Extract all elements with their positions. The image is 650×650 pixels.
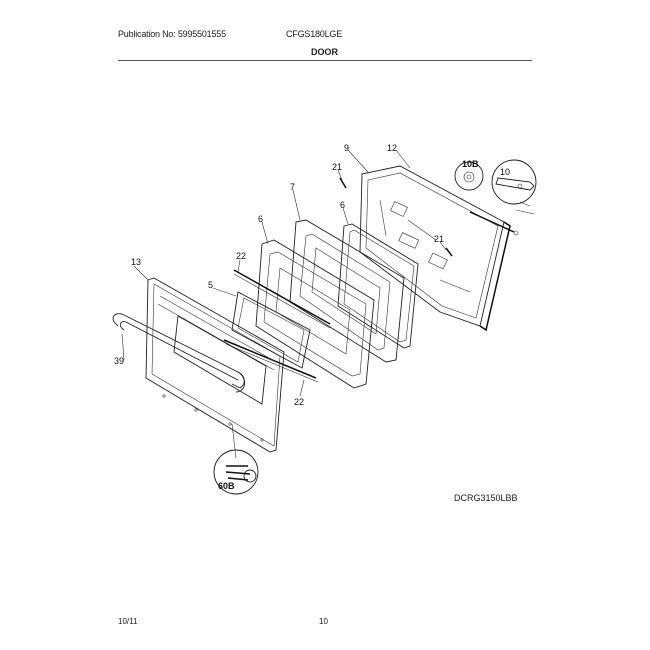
- outer-door-panel: [145, 277, 285, 453]
- door-screw-detail: [213, 423, 259, 495]
- header-divider: [118, 60, 532, 61]
- screw-upper: [339, 177, 347, 189]
- diagram-code: DCRG3150LBB: [454, 493, 518, 503]
- section-title: DOOR: [311, 47, 338, 57]
- callout-6-rear: 6: [340, 200, 345, 210]
- hinge: [469, 201, 535, 236]
- callout-39: 39: [114, 356, 124, 366]
- callout-22-lower: 22: [294, 397, 304, 407]
- callout-10b: 10B: [462, 159, 479, 169]
- callout-21-lower: 21: [434, 234, 444, 244]
- callout-12: 12: [387, 143, 397, 153]
- callout-7: 7: [290, 182, 295, 192]
- glass-retainer-bottom: [223, 339, 319, 383]
- inner-door-liner: [359, 165, 511, 332]
- insulation-panel-rear: [337, 223, 419, 349]
- outer-glass: [231, 291, 311, 369]
- leader-lines: [121, 149, 447, 397]
- publication-number: Publication No: 5995501555: [118, 29, 226, 39]
- glass-retainer-top: [233, 269, 331, 329]
- inner-glass-panel: [255, 239, 375, 389]
- callout-13: 13: [131, 257, 141, 267]
- callout-6-front: 6: [258, 214, 263, 224]
- callout-22-upper: 22: [236, 251, 246, 261]
- page-number: 10: [319, 617, 328, 626]
- screw-lower: [445, 247, 453, 257]
- hinge-screw-detail: [454, 159, 537, 205]
- callout-9: 9: [344, 143, 349, 153]
- footer-date: 10/11: [118, 617, 138, 626]
- model-number: CFGS180LGE: [286, 29, 343, 39]
- callout-10: 10: [500, 167, 510, 177]
- callout-21-upper: 21: [332, 162, 342, 172]
- door-handle: [112, 313, 245, 393]
- callout-5: 5: [208, 280, 213, 290]
- callout-60b: 60B: [218, 481, 235, 491]
